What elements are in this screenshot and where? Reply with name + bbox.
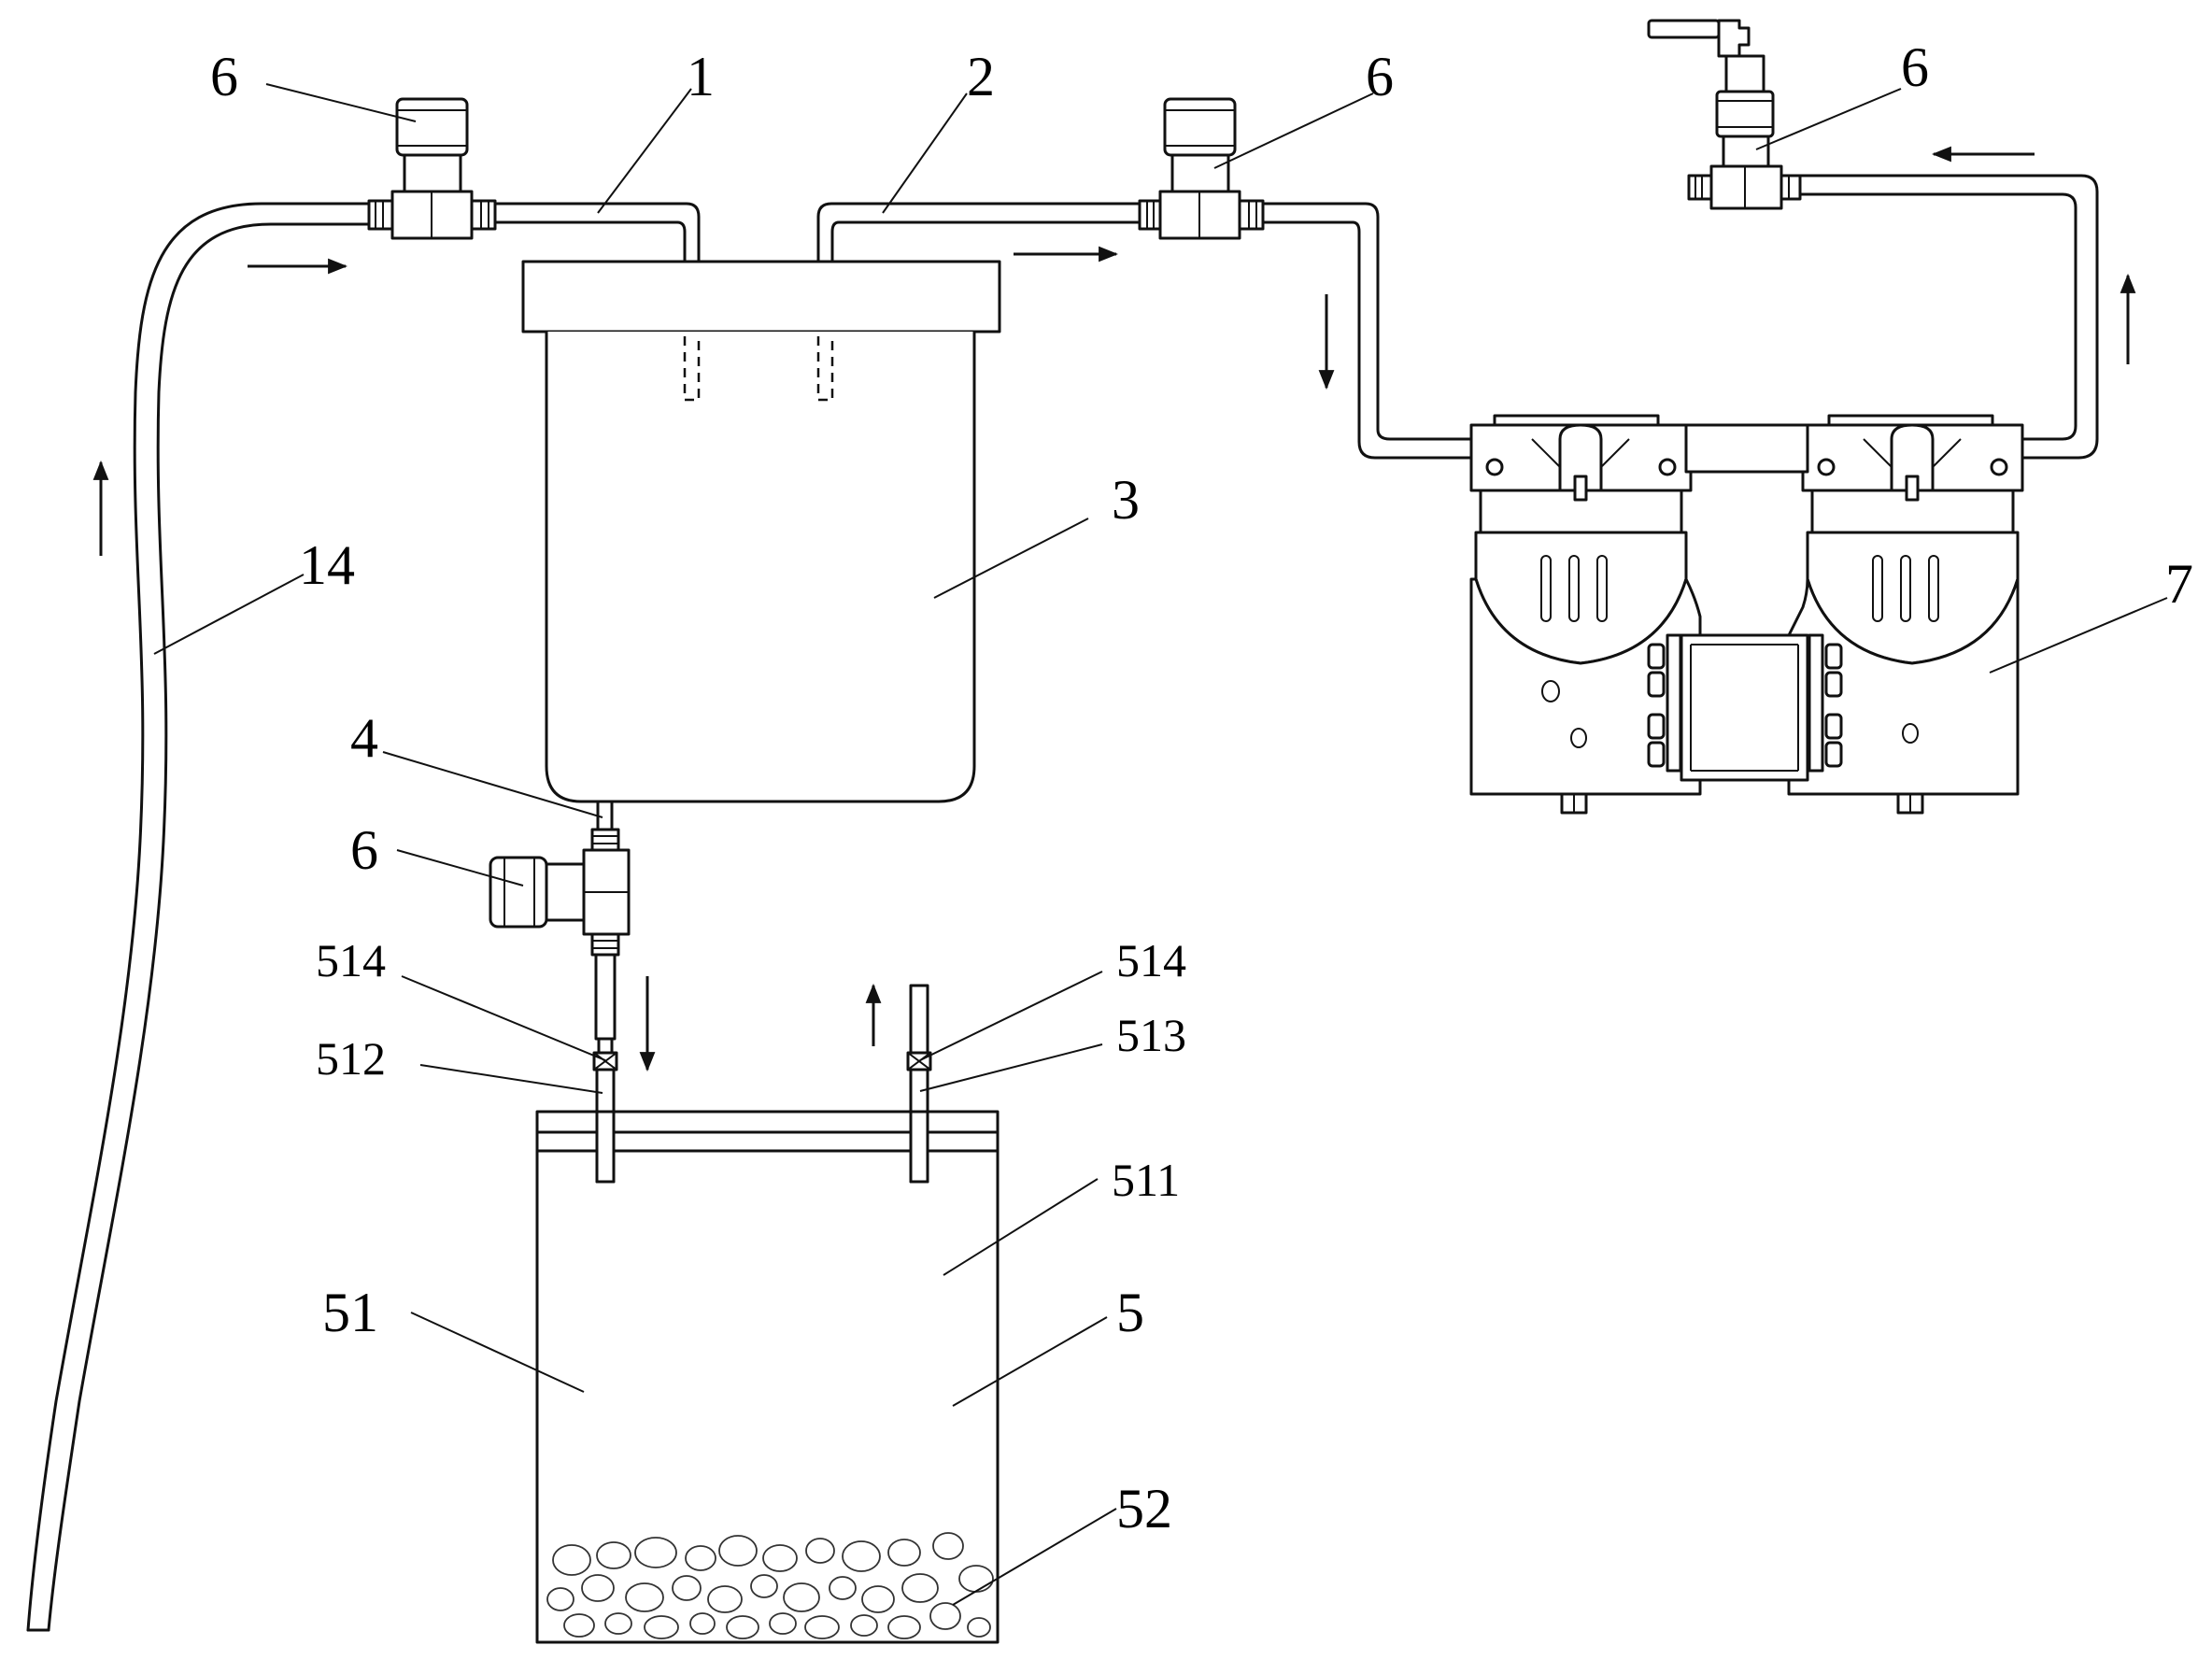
pump-head-left [1469,414,1693,665]
label-513: 513 [1116,1009,1186,1061]
flow-arrows [92,146,2136,1072]
label-3: 3 [1112,469,1140,531]
solenoid-valve-top-left [367,97,497,240]
label-7: 7 [2165,553,2193,615]
label-5: 5 [1116,1282,1144,1343]
tank-3 [521,260,1001,803]
label-52: 52 [1116,1478,1172,1539]
label-2: 2 [967,46,995,107]
label-514-left: 514 [316,934,386,986]
pipe-to-pump [1261,202,1473,460]
reference-labels: 6 1 2 6 6 3 7 14 4 6 514 512 514 513 511… [210,36,2193,1539]
stones-52 [546,1532,994,1639]
label-512: 512 [316,1032,386,1085]
solenoid-valve-bottom [489,828,631,957]
label-1: 1 [687,46,715,107]
label-6-top-middle: 6 [1366,46,1394,107]
label-511: 511 [1112,1154,1180,1206]
solenoid-valve-top-middle [1138,97,1265,240]
hose-14 [26,202,371,1632]
pipe-4 [596,800,614,831]
label-4: 4 [350,707,378,769]
label-6-bottom: 6 [350,819,378,881]
label-51: 51 [322,1282,378,1343]
label-14: 14 [299,534,355,596]
pipe-from-pump [1796,174,2099,460]
bag-5 [535,1110,1000,1644]
label-6-top-left: 6 [210,46,238,107]
pump-head-right [1801,414,2024,665]
label-514-right: 514 [1116,934,1186,986]
label-6-top-right: 6 [1901,36,1929,98]
solenoid-valve-top-right [1647,19,1802,210]
pump-7 [1469,414,2024,815]
leader-lines [153,83,2168,1606]
